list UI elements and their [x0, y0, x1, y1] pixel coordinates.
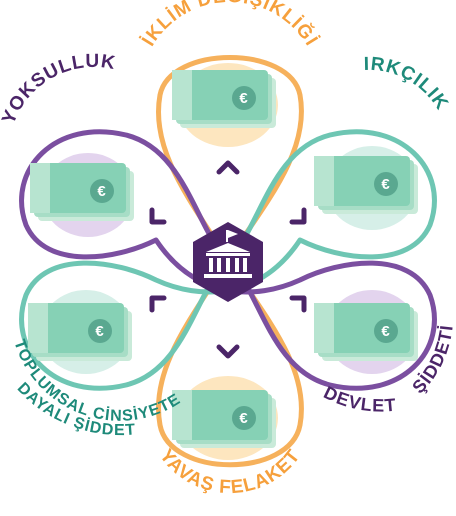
corner-arrow-icon — [149, 295, 167, 313]
purple-ribbon — [19, 129, 437, 391]
euro-icon: € — [97, 183, 106, 200]
slow-disaster-bills: € — [172, 390, 276, 448]
euro-icon: € — [239, 90, 248, 107]
racism-bills: € — [314, 156, 418, 214]
up-chevron-icon — [216, 160, 240, 175]
down-chevron-icon — [216, 344, 240, 359]
label-climate-change: İKLİM DEĞİŞİKLİĞİ — [138, 0, 322, 50]
corner-arrow-icon — [289, 207, 307, 225]
label-racism: IRKÇILIK — [364, 54, 453, 114]
corner-arrow-icon — [149, 207, 167, 225]
euro-icon: € — [381, 323, 390, 340]
state-violence-bills: € — [314, 303, 418, 361]
euro-icon: € — [239, 410, 248, 427]
teal-ribbon — [19, 129, 437, 391]
poverty-bills: € — [30, 163, 134, 221]
euro-icon: € — [95, 323, 104, 340]
climate-bills: € — [172, 70, 276, 128]
corner-arrow-icon — [289, 295, 307, 313]
government-building-icon — [193, 222, 263, 302]
gbv-bills: € — [28, 303, 132, 361]
bill-stacks: € € € € — [28, 70, 418, 448]
loop-ribbons — [19, 55, 437, 468]
arrows — [149, 160, 307, 359]
euro-icon: € — [381, 176, 390, 193]
label-poverty: YOKSULLUK — [0, 51, 117, 127]
